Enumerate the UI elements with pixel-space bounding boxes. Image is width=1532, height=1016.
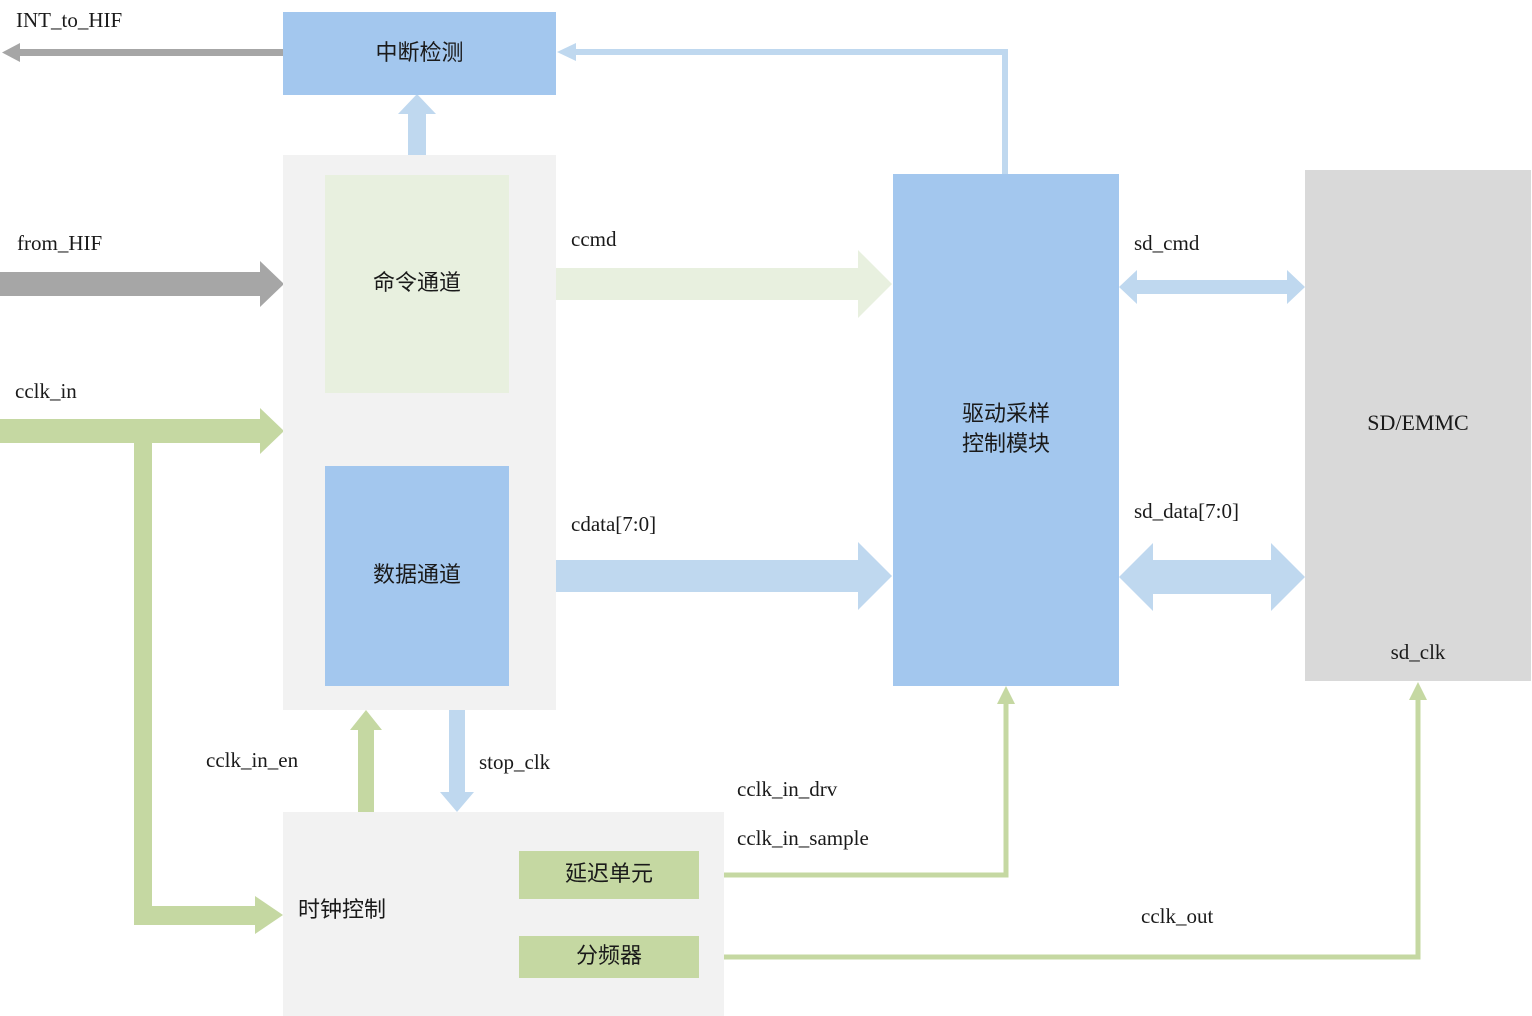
sd-cmd-arrow bbox=[1119, 270, 1305, 304]
sd-data-arrow bbox=[1119, 543, 1305, 611]
divider-to-sd-clk-arrow bbox=[698, 682, 1427, 960]
from-hif-label: from_HIF bbox=[17, 231, 103, 255]
cclk-in-arrow bbox=[0, 408, 284, 934]
clock-control-label: 时钟控制 bbox=[298, 898, 387, 923]
stop-clk-label: stop_clk bbox=[479, 750, 551, 774]
cdata-arrow bbox=[510, 542, 892, 610]
sd-cmd-label: sd_cmd bbox=[1134, 231, 1200, 255]
driver-label-line2: 控制模块 bbox=[961, 432, 1050, 457]
delay-unit-label: 延迟单元 bbox=[564, 862, 653, 887]
sd-clk-label: sd_clk bbox=[1390, 640, 1446, 664]
data-channel-label: 数据通道 bbox=[372, 563, 461, 588]
from-hif-arrow bbox=[0, 261, 284, 307]
sd-data-label: sd_data[7:0] bbox=[1134, 499, 1239, 523]
cclk-out-label: cclk_out bbox=[1141, 904, 1214, 928]
ccmd-arrow bbox=[510, 250, 892, 318]
cclk-in-en-label: cclk_in_en bbox=[206, 748, 299, 772]
delay-unit-block: 延迟单元 bbox=[519, 851, 699, 899]
command-channel-label: 命令通道 bbox=[372, 271, 461, 296]
panel-to-interrupt-arrow bbox=[398, 94, 436, 155]
driver-sample-control-block: 驱动采样 控制模块 bbox=[893, 174, 1119, 686]
ccmd-label: ccmd bbox=[571, 227, 617, 251]
driver-to-interrupt-arrow bbox=[557, 43, 1008, 174]
divider-label: 分频器 bbox=[575, 944, 642, 969]
divider-block: 分频器 bbox=[519, 936, 699, 978]
clock-control-block bbox=[283, 812, 724, 1016]
data-channel-block: 数据通道 bbox=[325, 466, 509, 686]
command-channel-block: 命令通道 bbox=[325, 175, 509, 393]
delay-to-driver-arrow bbox=[698, 686, 1015, 878]
driver-label-line1: 驱动采样 bbox=[961, 402, 1050, 427]
cclk-in-sample-label: cclk_in_sample bbox=[737, 826, 869, 850]
interrupt-detect-label: 中断检测 bbox=[375, 40, 464, 66]
interrupt-detect-block: 中断检测 bbox=[283, 12, 556, 95]
sd-emmc-label: SD/EMMC bbox=[1367, 410, 1469, 435]
int-to-hif-label: INT_to_HIF bbox=[16, 8, 123, 32]
cdata-label: cdata[7:0] bbox=[571, 512, 657, 536]
cclk-in-label: cclk_in bbox=[15, 379, 77, 403]
int-to-hif-arrow bbox=[2, 43, 284, 62]
sd-emmc-block bbox=[1305, 170, 1531, 681]
cclk-in-drv-label: cclk_in_drv bbox=[737, 777, 838, 801]
cclk-in-en-arrow bbox=[350, 710, 382, 812]
stop-clk-arrow bbox=[440, 686, 474, 812]
